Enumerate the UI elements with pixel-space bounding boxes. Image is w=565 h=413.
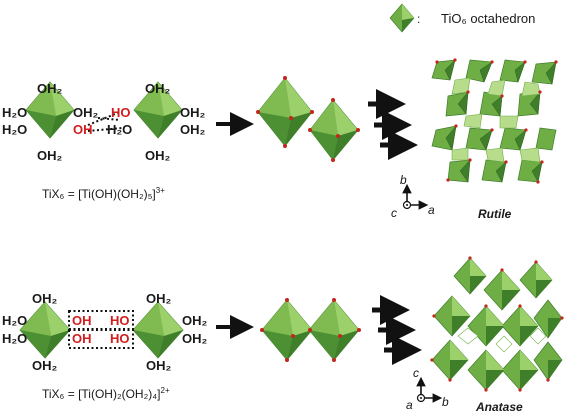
bottom-dimer xyxy=(260,298,361,362)
arrows-group xyxy=(372,295,422,365)
ligand-label: OH₂ xyxy=(37,148,63,163)
ligand-label: H₂O xyxy=(107,122,132,137)
bottom-ligand-labels: OH₂ H₂O H₂O OH₂ OH OH HO HO OH₂ OH₂ OH₂ … xyxy=(2,291,208,373)
legend-octahedron-icon xyxy=(389,3,415,33)
ligand-label: H₂O xyxy=(2,105,27,120)
legend: : TiO₆ octahedron xyxy=(389,3,535,33)
rutile-structure xyxy=(430,58,558,184)
legend-label: TiO₆ octahedron xyxy=(441,11,535,26)
octahedron-icon xyxy=(257,77,313,147)
octahedron-icon xyxy=(309,99,359,161)
ligand-label-hydroxo: OH xyxy=(73,122,93,137)
phase-name: Rutile xyxy=(478,207,512,221)
ligand-label: OH₂ xyxy=(180,105,206,120)
octahedron-icon xyxy=(133,81,183,139)
axis-label: c xyxy=(413,366,419,380)
ligand-label-hydroxo: OH xyxy=(72,331,92,346)
ligand-label-hydroxo: HO xyxy=(110,313,130,328)
ligand-label: H₂O xyxy=(2,313,27,328)
top-pair-monomers xyxy=(25,81,183,139)
ligand-label: OH₂ xyxy=(182,313,208,328)
top-dimer xyxy=(256,76,360,162)
top-formula: TiX₆ = [Ti(OH)(OH₂)₅]3+ xyxy=(42,186,165,201)
phase-name: Anatase xyxy=(475,400,523,413)
arrows-group xyxy=(368,89,418,160)
ligand-label: OH₂ xyxy=(180,122,206,137)
ligand-label: H₂O xyxy=(2,122,27,137)
ligand-label: H₂O xyxy=(2,331,27,346)
ligand-label: OH₂ xyxy=(32,291,58,306)
axis-label: b xyxy=(442,395,449,409)
bottom-formula: TiX₆ = [Ti(OH)₂(OH₂)₄]2+ xyxy=(42,386,170,401)
legend-colon: : xyxy=(417,12,420,26)
ligand-label: OH₂ xyxy=(37,81,63,96)
ligand-label: OH₂ xyxy=(32,358,58,373)
axis-label: a xyxy=(428,203,435,217)
ligand-label: OH₂ xyxy=(145,81,171,96)
octahedron-icon xyxy=(132,301,184,359)
axis-icon xyxy=(416,376,443,403)
ligand-label-hydroxo: HO xyxy=(111,105,131,120)
axis-icon xyxy=(402,183,429,210)
top-ligand-labels: OH₂ H₂O H₂O OH₂ OH₂ OH HO H₂O OH₂ OH₂ OH… xyxy=(2,81,206,163)
octahedron-icon xyxy=(261,299,313,361)
ligand-label-hydroxo: OH xyxy=(72,313,92,328)
anatase-structure xyxy=(430,256,564,392)
octahedron-icon xyxy=(25,81,75,139)
axis-label: a xyxy=(406,398,413,412)
axis-label: b xyxy=(400,173,407,187)
ligand-label: OH₂ xyxy=(145,148,171,163)
ligand-label: OH₂ xyxy=(146,291,172,306)
ligand-label: OH₂ xyxy=(182,331,208,346)
bottom-pair-monomers xyxy=(19,301,184,359)
ligand-label: OH₂ xyxy=(73,105,99,120)
axis-label: c xyxy=(391,206,397,220)
ligand-label: OH₂ xyxy=(146,358,172,373)
octahedron-icon xyxy=(308,299,360,361)
ligand-label-hydroxo: HO xyxy=(110,331,130,346)
octahedron-icon xyxy=(19,301,71,359)
